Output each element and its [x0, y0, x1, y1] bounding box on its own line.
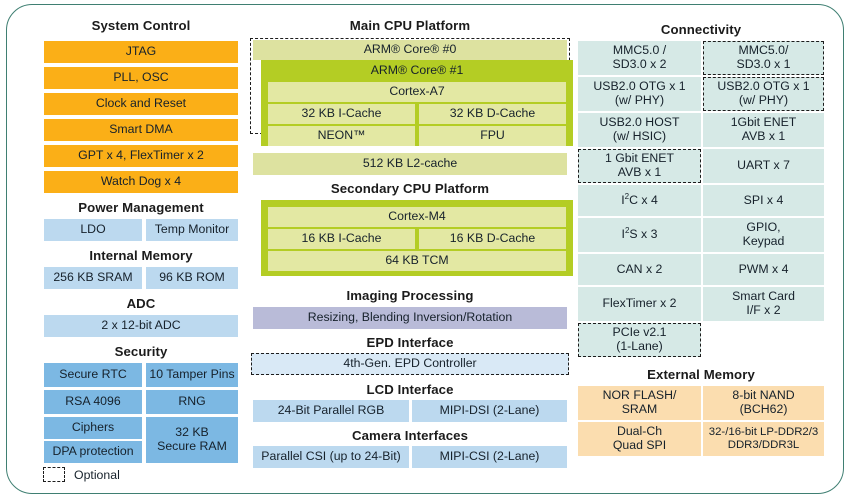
block-ciphers[interactable]: Ciphers [44, 417, 142, 439]
block-dpa-protection[interactable]: DPA protection [44, 441, 142, 463]
i2s-text: I2S x 3 [621, 226, 658, 242]
block-pwm[interactable]: PWM x 4 [703, 254, 824, 285]
block-a7-dcache[interactable]: 32 KB D-Cache [419, 104, 566, 124]
section-title-secondary-cpu: Secondary CPU Platform [330, 181, 490, 196]
block-enet-avb-optional[interactable]: 1 Gbit ENET AVB x 1 [578, 149, 701, 183]
block-quad-spi[interactable]: Dual-Ch Quad SPI [578, 422, 701, 456]
block-rom[interactable]: 96 KB ROM [146, 267, 238, 289]
block-imaging-functions[interactable]: Resizing, Blending Inversion/Rotation [253, 307, 567, 329]
block-spi[interactable]: SPI x 4 [703, 185, 824, 216]
section-title-internal-memory: Internal Memory [89, 248, 193, 263]
block-ldo[interactable]: LDO [44, 219, 142, 241]
block-smart-dma[interactable]: Smart DMA [44, 119, 238, 141]
block-uart[interactable]: UART x 7 [703, 149, 824, 183]
block-l2-cache[interactable]: 512 KB L2-cache [253, 153, 567, 175]
block-rsa-4096[interactable]: RSA 4096 [44, 390, 142, 414]
block-temp-monitor[interactable]: Temp Monitor [146, 219, 238, 241]
block-neon[interactable]: NEON™ [268, 126, 415, 146]
block-secondary-cpu-container[interactable]: Cortex-M4 16 KB I-Cache 16 KB D-Cache 64… [261, 200, 573, 276]
block-flextimer[interactable]: FlexTimer x 2 [578, 287, 701, 321]
block-a7-icache[interactable]: 32 KB I-Cache [268, 104, 415, 124]
section-title-epd-interface: EPD Interface [366, 335, 454, 350]
block-i2s[interactable]: I2S x 3 [578, 218, 701, 252]
soc-block-diagram-frame: System Control JTAG PLL, OSC Clock and R… [6, 4, 844, 494]
i2c-text: I2C x 4 [621, 191, 658, 207]
block-sram[interactable]: 256 KB SRAM [44, 267, 142, 289]
block-mmc-sd-x2[interactable]: MMC5.0 / SD3.0 x 2 [578, 41, 701, 75]
block-watch-dog[interactable]: Watch Dog x 4 [44, 171, 238, 193]
block-nor-flash-sram[interactable]: NOR FLASH/ SRAM [578, 386, 701, 420]
block-pcie-optional[interactable]: PCIe v2.1 (1-Lane) [578, 323, 701, 357]
block-tamper-pins[interactable]: 10 Tamper Pins [146, 363, 238, 387]
block-ddr[interactable]: 32-/16-bit LP-DDR2/3 DDR3/DDR3L [703, 422, 824, 456]
block-cortex-m4[interactable]: Cortex-M4 [268, 207, 566, 227]
block-m4-icache[interactable]: 16 KB I-Cache [268, 229, 415, 249]
block-mipi-dsi[interactable]: MIPI-DSI (2-Lane) [412, 400, 567, 422]
block-cortex-a7[interactable]: Cortex-A7 [268, 82, 566, 102]
block-enet-avb[interactable]: 1Gbit ENET AVB x 1 [703, 113, 824, 147]
block-smart-card[interactable]: Smart Card I/F x 2 [703, 287, 824, 321]
block-parallel-csi[interactable]: Parallel CSI (up to 24-Bit) [253, 446, 409, 468]
section-title-connectivity: Connectivity [660, 22, 742, 37]
block-gpio-keypad[interactable]: GPIO, Keypad [703, 218, 824, 252]
block-mipi-csi[interactable]: MIPI-CSI (2-Lane) [412, 446, 567, 468]
legend-optional: Optional [43, 467, 120, 482]
block-clock-and-reset[interactable]: Clock and Reset [44, 93, 238, 115]
section-title-security: Security [114, 344, 168, 359]
section-title-imaging-processing: Imaging Processing [346, 288, 474, 303]
block-arm-core-0-label: ARM® Core® #0 [253, 40, 567, 60]
section-title-adc: ADC [126, 296, 156, 311]
arm-core-0-text: ARM® Core® #0 [363, 42, 457, 57]
section-title-external-memory: External Memory [647, 367, 755, 382]
legend-optional-label: Optional [74, 467, 120, 482]
section-title-system-control: System Control [91, 18, 191, 33]
block-gpt-flextimer[interactable]: GPT x 4, FlexTimer x 2 [44, 145, 238, 167]
section-title-power-management: Power Management [78, 200, 204, 215]
block-mmc-sd-x1-optional[interactable]: MMC5.0/ SD3.0 x 1 [703, 41, 824, 75]
block-usb-host[interactable]: USB2.0 HOST (w/ HSIC) [578, 113, 701, 147]
block-adc[interactable]: 2 x 12-bit ADC [44, 315, 238, 337]
block-tcm[interactable]: 64 KB TCM [268, 251, 566, 271]
section-title-lcd-interface: LCD Interface [366, 382, 454, 397]
block-jtag[interactable]: JTAG [44, 41, 238, 63]
block-fpu[interactable]: FPU [419, 126, 566, 146]
block-pll-osc[interactable]: PLL, OSC [44, 67, 238, 89]
block-arm-core-1-container[interactable]: ARM® Core® #1 Cortex-A7 32 KB I-Cache 32… [261, 60, 573, 146]
block-usb-otg[interactable]: USB2.0 OTG x 1 (w/ PHY) [578, 77, 701, 111]
block-i2c[interactable]: I2C x 4 [578, 185, 701, 216]
block-nand[interactable]: 8-bit NAND (BCH62) [703, 386, 824, 420]
block-arm-core-1-label: ARM® Core® #1 [370, 63, 464, 78]
block-parallel-rgb[interactable]: 24-Bit Parallel RGB [253, 400, 409, 422]
section-title-camera-interfaces: Camera Interfaces [351, 428, 469, 443]
block-can[interactable]: CAN x 2 [578, 254, 701, 285]
dashed-optional-swatch-icon [43, 467, 65, 482]
block-rng[interactable]: RNG [146, 390, 238, 414]
block-secure-rtc[interactable]: Secure RTC [44, 363, 142, 387]
block-epd-controller[interactable]: 4th-Gen. EPD Controller [251, 353, 569, 375]
section-title-main-cpu: Main CPU Platform [349, 18, 471, 33]
block-m4-dcache[interactable]: 16 KB D-Cache [419, 229, 566, 249]
block-usb-otg-optional[interactable]: USB2.0 OTG x 1 (w/ PHY) [703, 77, 824, 111]
block-secure-ram[interactable]: 32 KB Secure RAM [146, 417, 238, 463]
